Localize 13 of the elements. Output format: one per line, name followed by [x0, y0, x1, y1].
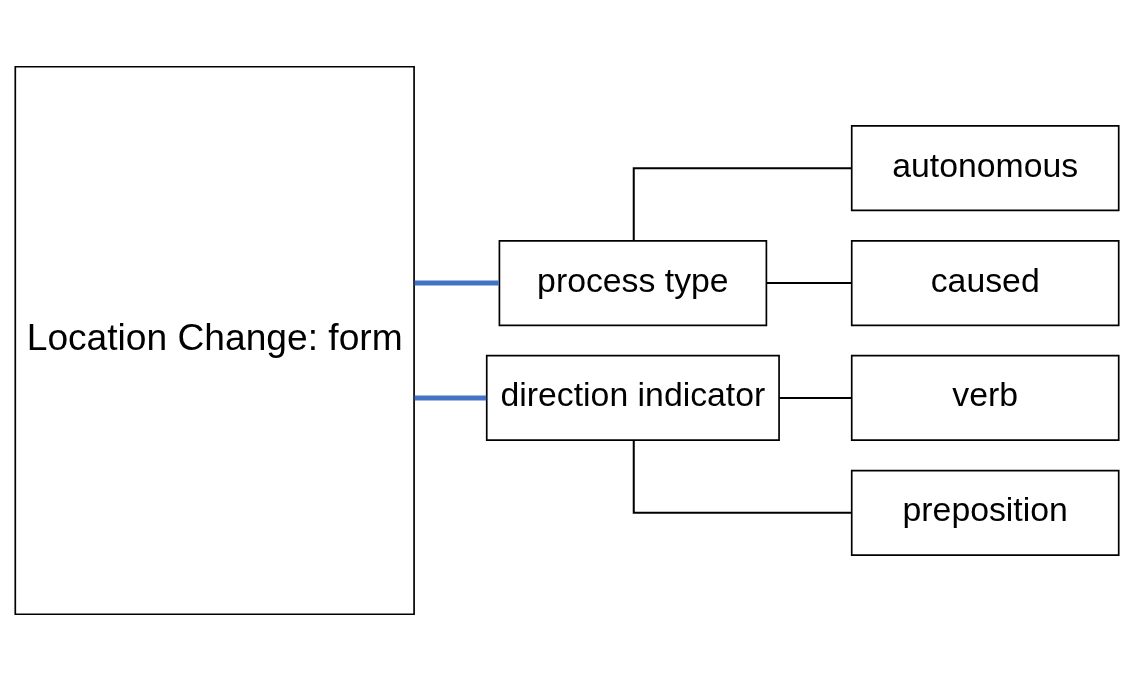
- node-box: caused: [850, 239, 1120, 326]
- connector: [779, 396, 852, 399]
- node-box: autonomous: [850, 124, 1120, 211]
- node-box: direction indicator: [485, 354, 780, 441]
- connector: [632, 166, 852, 240]
- node-box: process type: [498, 239, 768, 326]
- node-box: preposition: [850, 469, 1120, 556]
- connector: [414, 394, 487, 400]
- connector: [632, 440, 852, 514]
- connector: [766, 281, 852, 284]
- node-box: Location Change: form: [14, 65, 415, 615]
- connector: [414, 280, 499, 286]
- node-box: verb: [850, 354, 1120, 441]
